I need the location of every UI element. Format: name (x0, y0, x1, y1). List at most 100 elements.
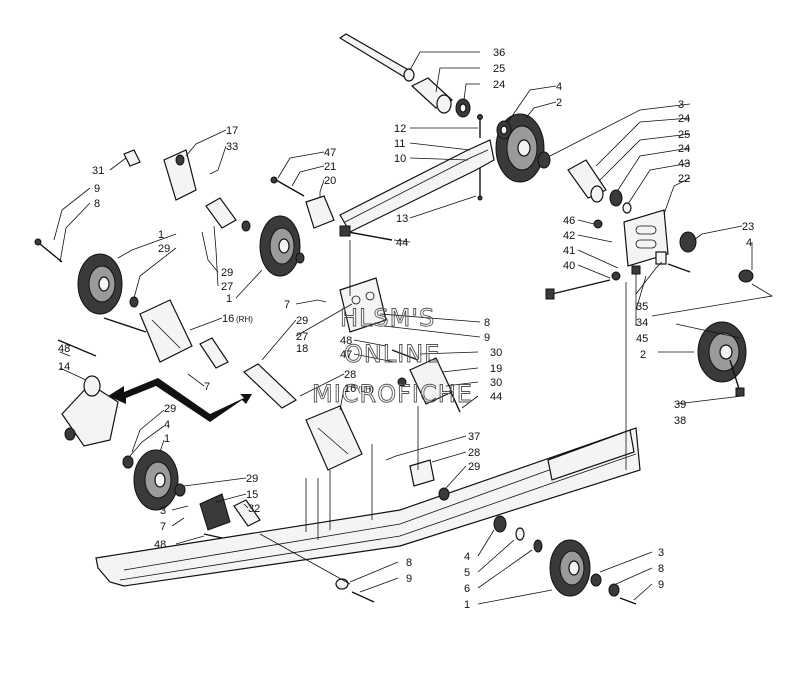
callout-16-rh-number: 16 (222, 313, 234, 325)
bushing-24-top (455, 98, 471, 118)
callout-1: 1 (158, 229, 164, 241)
callout-15: 15 (246, 489, 258, 501)
bolt-44-arm (339, 225, 393, 241)
pivot-arm-14 (57, 339, 119, 447)
callout-27: 27 (296, 331, 308, 343)
callout-29: 29 (164, 403, 176, 415)
callout-20: 20 (324, 175, 336, 187)
nut-4-right (738, 269, 754, 283)
callout-40: 40 (563, 260, 575, 272)
callout-23: 23 (742, 221, 754, 233)
callout-9: 9 (658, 579, 664, 591)
callout-28: 28 (344, 369, 356, 381)
callout-2: 2 (640, 349, 646, 361)
callout-13: 13 (396, 213, 408, 225)
callout-3: 3 (160, 505, 166, 517)
callout-8: 8 (406, 557, 412, 569)
callout-33: 33 (226, 141, 238, 153)
callout-47: 47 (340, 349, 352, 361)
callout-16-lh: 16 (LH) (344, 383, 374, 395)
callout-1: 1 (464, 599, 470, 611)
bearing-4-top (496, 120, 512, 140)
callout-30: 30 (490, 347, 502, 359)
callout-8: 8 (484, 317, 490, 329)
bracket-16-rh (103, 299, 229, 369)
callout-9: 9 (406, 573, 412, 585)
callout-16-lh-number: 16 (344, 383, 356, 395)
callout-45: 45 (636, 333, 648, 345)
callout-30: 30 (490, 377, 502, 389)
callout-39: 39 (674, 399, 686, 411)
callout-29: 29 (246, 473, 258, 485)
callout-19: 19 (490, 363, 502, 375)
callout-16-rh-suffix: (RH) (236, 315, 253, 324)
bracket-16-lh (305, 405, 363, 471)
callout-29: 29 (158, 243, 170, 255)
callout-41: 41 (563, 245, 575, 257)
callout-4: 4 (164, 419, 170, 431)
idler-wheel-1-center (259, 215, 305, 277)
callout-46: 46 (563, 215, 575, 227)
callout-5: 5 (464, 567, 470, 579)
direction-arrow (108, 378, 252, 422)
axle-shaft-36 (338, 33, 415, 82)
callout-1: 1 (164, 433, 170, 445)
callout-48: 48 (154, 539, 166, 551)
callout-4: 4 (556, 81, 562, 93)
callout-14: 14 (58, 361, 70, 373)
spacer-25-top (410, 77, 454, 114)
callout-18: 18 (296, 343, 308, 355)
nut-28 (409, 459, 450, 501)
pin-31 (123, 149, 141, 167)
callout-4: 4 (746, 237, 752, 249)
callout-29: 29 (296, 315, 308, 327)
callout-9: 9 (94, 183, 100, 195)
mount-plate-18 (339, 277, 387, 333)
spacer-28-center (243, 363, 297, 409)
callout-44: 44 (396, 237, 408, 249)
idler-wheel-1-lower (122, 449, 186, 511)
idler-wheel-2-top (495, 113, 545, 183)
callout-25: 25 (678, 129, 690, 141)
callout-24: 24 (493, 79, 505, 91)
callout-21: 21 (324, 161, 336, 173)
callout-37: 37 (468, 431, 480, 443)
callout-42: 42 (563, 230, 575, 242)
callout-10: 10 (394, 153, 406, 165)
watermark-line-1: HLSM'S (340, 304, 435, 332)
spacer-27-upper (205, 197, 251, 232)
callout-labels: 36 25 24 4 2 12 11 10 3 24 25 24 43 22 1… (58, 47, 754, 611)
callout-7: 7 (160, 521, 166, 533)
bolt-12 (477, 114, 483, 138)
block-20 (270, 176, 335, 229)
idler-wheel-1-bottom (493, 515, 637, 605)
rear-arm-10 (339, 139, 495, 233)
watermark-line-3: MICROFICHE (312, 380, 473, 408)
idler-wheel-2-right (697, 321, 747, 397)
spacer-stack-right (537, 151, 632, 214)
bracket-19 (391, 349, 461, 413)
callout-22: 22 (678, 173, 690, 185)
callout-32: 32 (248, 503, 260, 515)
leader-lines (53, 51, 774, 605)
callout-3: 3 (678, 99, 684, 111)
callout-28: 28 (468, 447, 480, 459)
callout-2: 2 (556, 97, 562, 109)
callout-7: 7 (284, 299, 290, 311)
callout-17: 17 (226, 125, 238, 137)
callout-6: 6 (464, 583, 470, 595)
callout-38: 38 (674, 415, 686, 427)
callout-16-rh: 16 (RH) (222, 313, 253, 325)
callout-9: 9 (484, 332, 490, 344)
callout-4: 4 (464, 551, 470, 563)
callout-48: 48 (340, 335, 352, 347)
callout-12: 12 (394, 123, 406, 135)
callout-3: 3 (658, 547, 664, 559)
idler-wheel-1-left (34, 238, 139, 315)
callout-48: 48 (58, 343, 70, 355)
callout-24: 24 (678, 143, 690, 155)
callout-36: 36 (493, 47, 505, 59)
callout-16-lh-suffix: (LH) (358, 385, 374, 394)
